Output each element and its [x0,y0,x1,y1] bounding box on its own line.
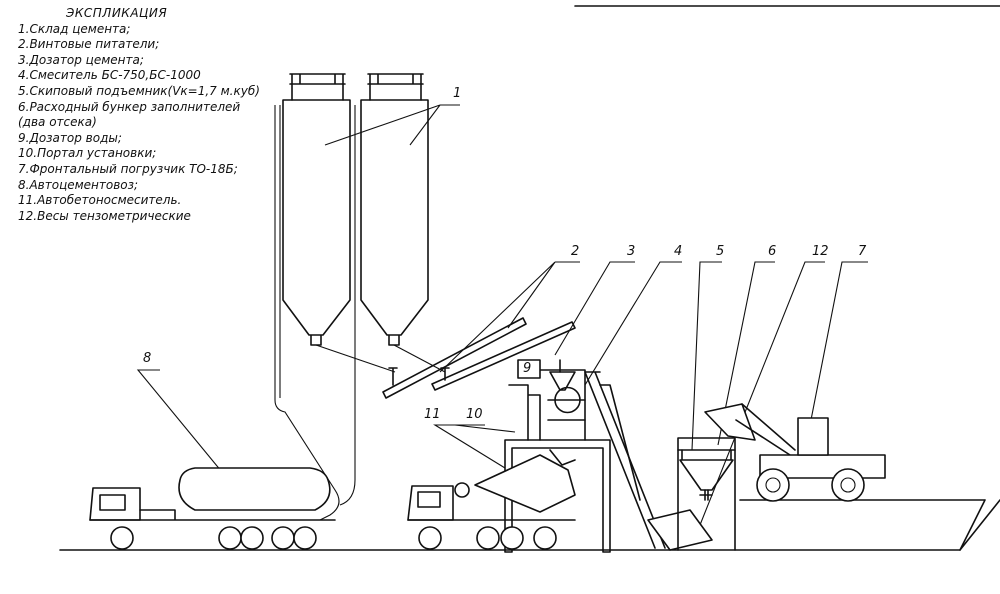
callout-2: 2 [571,244,580,259]
callout-8: 8 [143,351,152,366]
concrete-mixer-truck [407,449,576,550]
screw-feeder-1 [382,317,527,399]
legend-item-4: 4.Смеситель БС-750,БС-1000 [18,68,201,83]
loading-platform [739,499,986,551]
legend-item-8: 8.Автоцементовоз; [18,177,139,192]
legend-item-5: 5.Скиповый подъемник(Vк=1,7 м.куб) [18,83,260,98]
cement-silo-left [282,73,351,346]
legend-item-3: 3.Дозатор цемента; [18,52,144,67]
callout-6: 6 [768,244,777,259]
legend-title: ЭКСПЛИКАЦИЯ [66,6,168,20]
silo-outlet-line-2 [393,344,446,373]
callout-7: 7 [858,244,867,259]
legend-item-10: 10.Портал установки; [18,146,157,161]
callout-5: 5 [716,244,725,259]
callout-4: 4 [674,244,683,259]
legend-item-6-cont: (два отсека) [18,115,97,130]
callout-1: 1 [453,86,462,101]
aggregate-bunker [677,437,736,551]
leader-lines [136,104,868,536]
pneumatic-pipe [274,105,340,521]
legend-item-11: 11.Автобетоносмеситель. [18,193,182,208]
cement-truck [89,467,336,550]
callout-10: 10 [466,407,483,422]
screw-feeder-2 [431,321,576,391]
callout-11: 11 [424,407,441,422]
callout-3: 3 [627,244,636,259]
legend-item-12: 12.Весы тензометрические [18,208,191,223]
legend-item-2: 2.Винтовые питатели; [18,37,160,52]
explication-legend: ЭКСПЛИКАЦИЯ 1.Склад цемента; 2.Винтовые … [18,6,260,224]
callout-9: 9 [523,361,532,376]
cement-silo-right [360,73,429,346]
skip-hoist [584,371,713,551]
legend-item-9: 9.Дозатор воды; [18,130,122,145]
legend-item-7: 7.Фронтальный погрузчик ТО-18Б; [18,161,238,176]
front-loader [704,403,886,502]
legend-item-1: 1.Склад цемента; [18,21,131,36]
mixing-portal [504,359,611,553]
legend-item-6: 6.Расходный бункер заполнителей [18,99,241,114]
silo-outlet-line-1 [315,344,396,373]
pneumatic-pipe-2 [279,105,356,506]
callout-12: 12 [812,244,829,259]
